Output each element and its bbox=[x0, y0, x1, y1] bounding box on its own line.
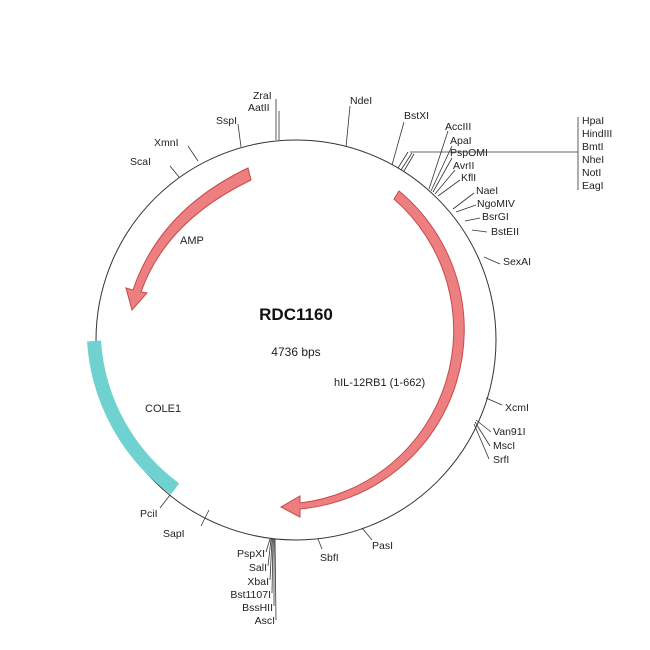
site-sapi: SapI bbox=[163, 528, 185, 540]
site-avrii: AvrII bbox=[453, 160, 474, 172]
site-xmni: XmnI bbox=[154, 137, 179, 149]
site-bmti: BmtI bbox=[582, 141, 604, 153]
cole1-label: COLE1 bbox=[145, 403, 181, 415]
plasmid-backbone bbox=[95, 139, 497, 541]
site-bsteii: BstEII bbox=[491, 226, 519, 238]
amp-label: AMP bbox=[180, 235, 204, 247]
site-msci: MscI bbox=[493, 440, 515, 452]
site-pasi: PasI bbox=[372, 540, 393, 552]
site-hindiii: HindIII bbox=[582, 128, 612, 140]
site-ngomiv: NgoMIV bbox=[477, 198, 515, 210]
site-bsshii: BssHII bbox=[242, 602, 273, 614]
site-asci: AscI bbox=[255, 615, 275, 627]
site-noti: NotI bbox=[582, 167, 601, 179]
site-srfi: SrfI bbox=[493, 454, 509, 466]
site-nhei: NheI bbox=[582, 154, 604, 166]
site-sspi: SspI bbox=[216, 115, 237, 127]
amp-arrow bbox=[125, 167, 252, 312]
site-pspomi: PspOMI bbox=[450, 147, 488, 159]
cole1-feature bbox=[87, 340, 180, 495]
site-ndei: NdeI bbox=[350, 95, 372, 107]
site-eagi: EagI bbox=[582, 180, 604, 192]
site-xcmi: XcmI bbox=[505, 402, 529, 414]
site-scai: ScaI bbox=[130, 156, 151, 168]
site-hpai: HpaI bbox=[582, 115, 604, 127]
hil12rb1-arrow bbox=[279, 190, 465, 518]
site-xbai: XbaI bbox=[247, 576, 269, 588]
site-sali: SalI bbox=[249, 562, 267, 574]
plasmid-size: 4736 bps bbox=[271, 345, 320, 359]
site-pcii: PciI bbox=[140, 508, 158, 520]
site-pspxi: PspXI bbox=[237, 548, 265, 560]
site-sbfi: SbfI bbox=[320, 552, 339, 564]
site-aatii: AatII bbox=[248, 102, 270, 114]
site-sexai: SexAI bbox=[503, 256, 531, 268]
site-bstxi: BstXI bbox=[404, 110, 429, 122]
site-van91i: Van91I bbox=[493, 426, 526, 438]
site-bsrgi: BsrGI bbox=[482, 211, 509, 223]
plasmid-name: RDC1160 bbox=[259, 305, 333, 324]
site-naei: NaeI bbox=[476, 185, 498, 197]
site-zrai: ZraI bbox=[253, 90, 272, 102]
site-acciii: AccIII bbox=[445, 121, 471, 133]
site-bst1107i: Bst1107I bbox=[230, 589, 271, 601]
site-kfli: KflI bbox=[461, 172, 476, 184]
site-apai: ApaI bbox=[450, 135, 472, 147]
hil12rb1-label: hIL-12RB1 (1-662) bbox=[334, 377, 425, 389]
